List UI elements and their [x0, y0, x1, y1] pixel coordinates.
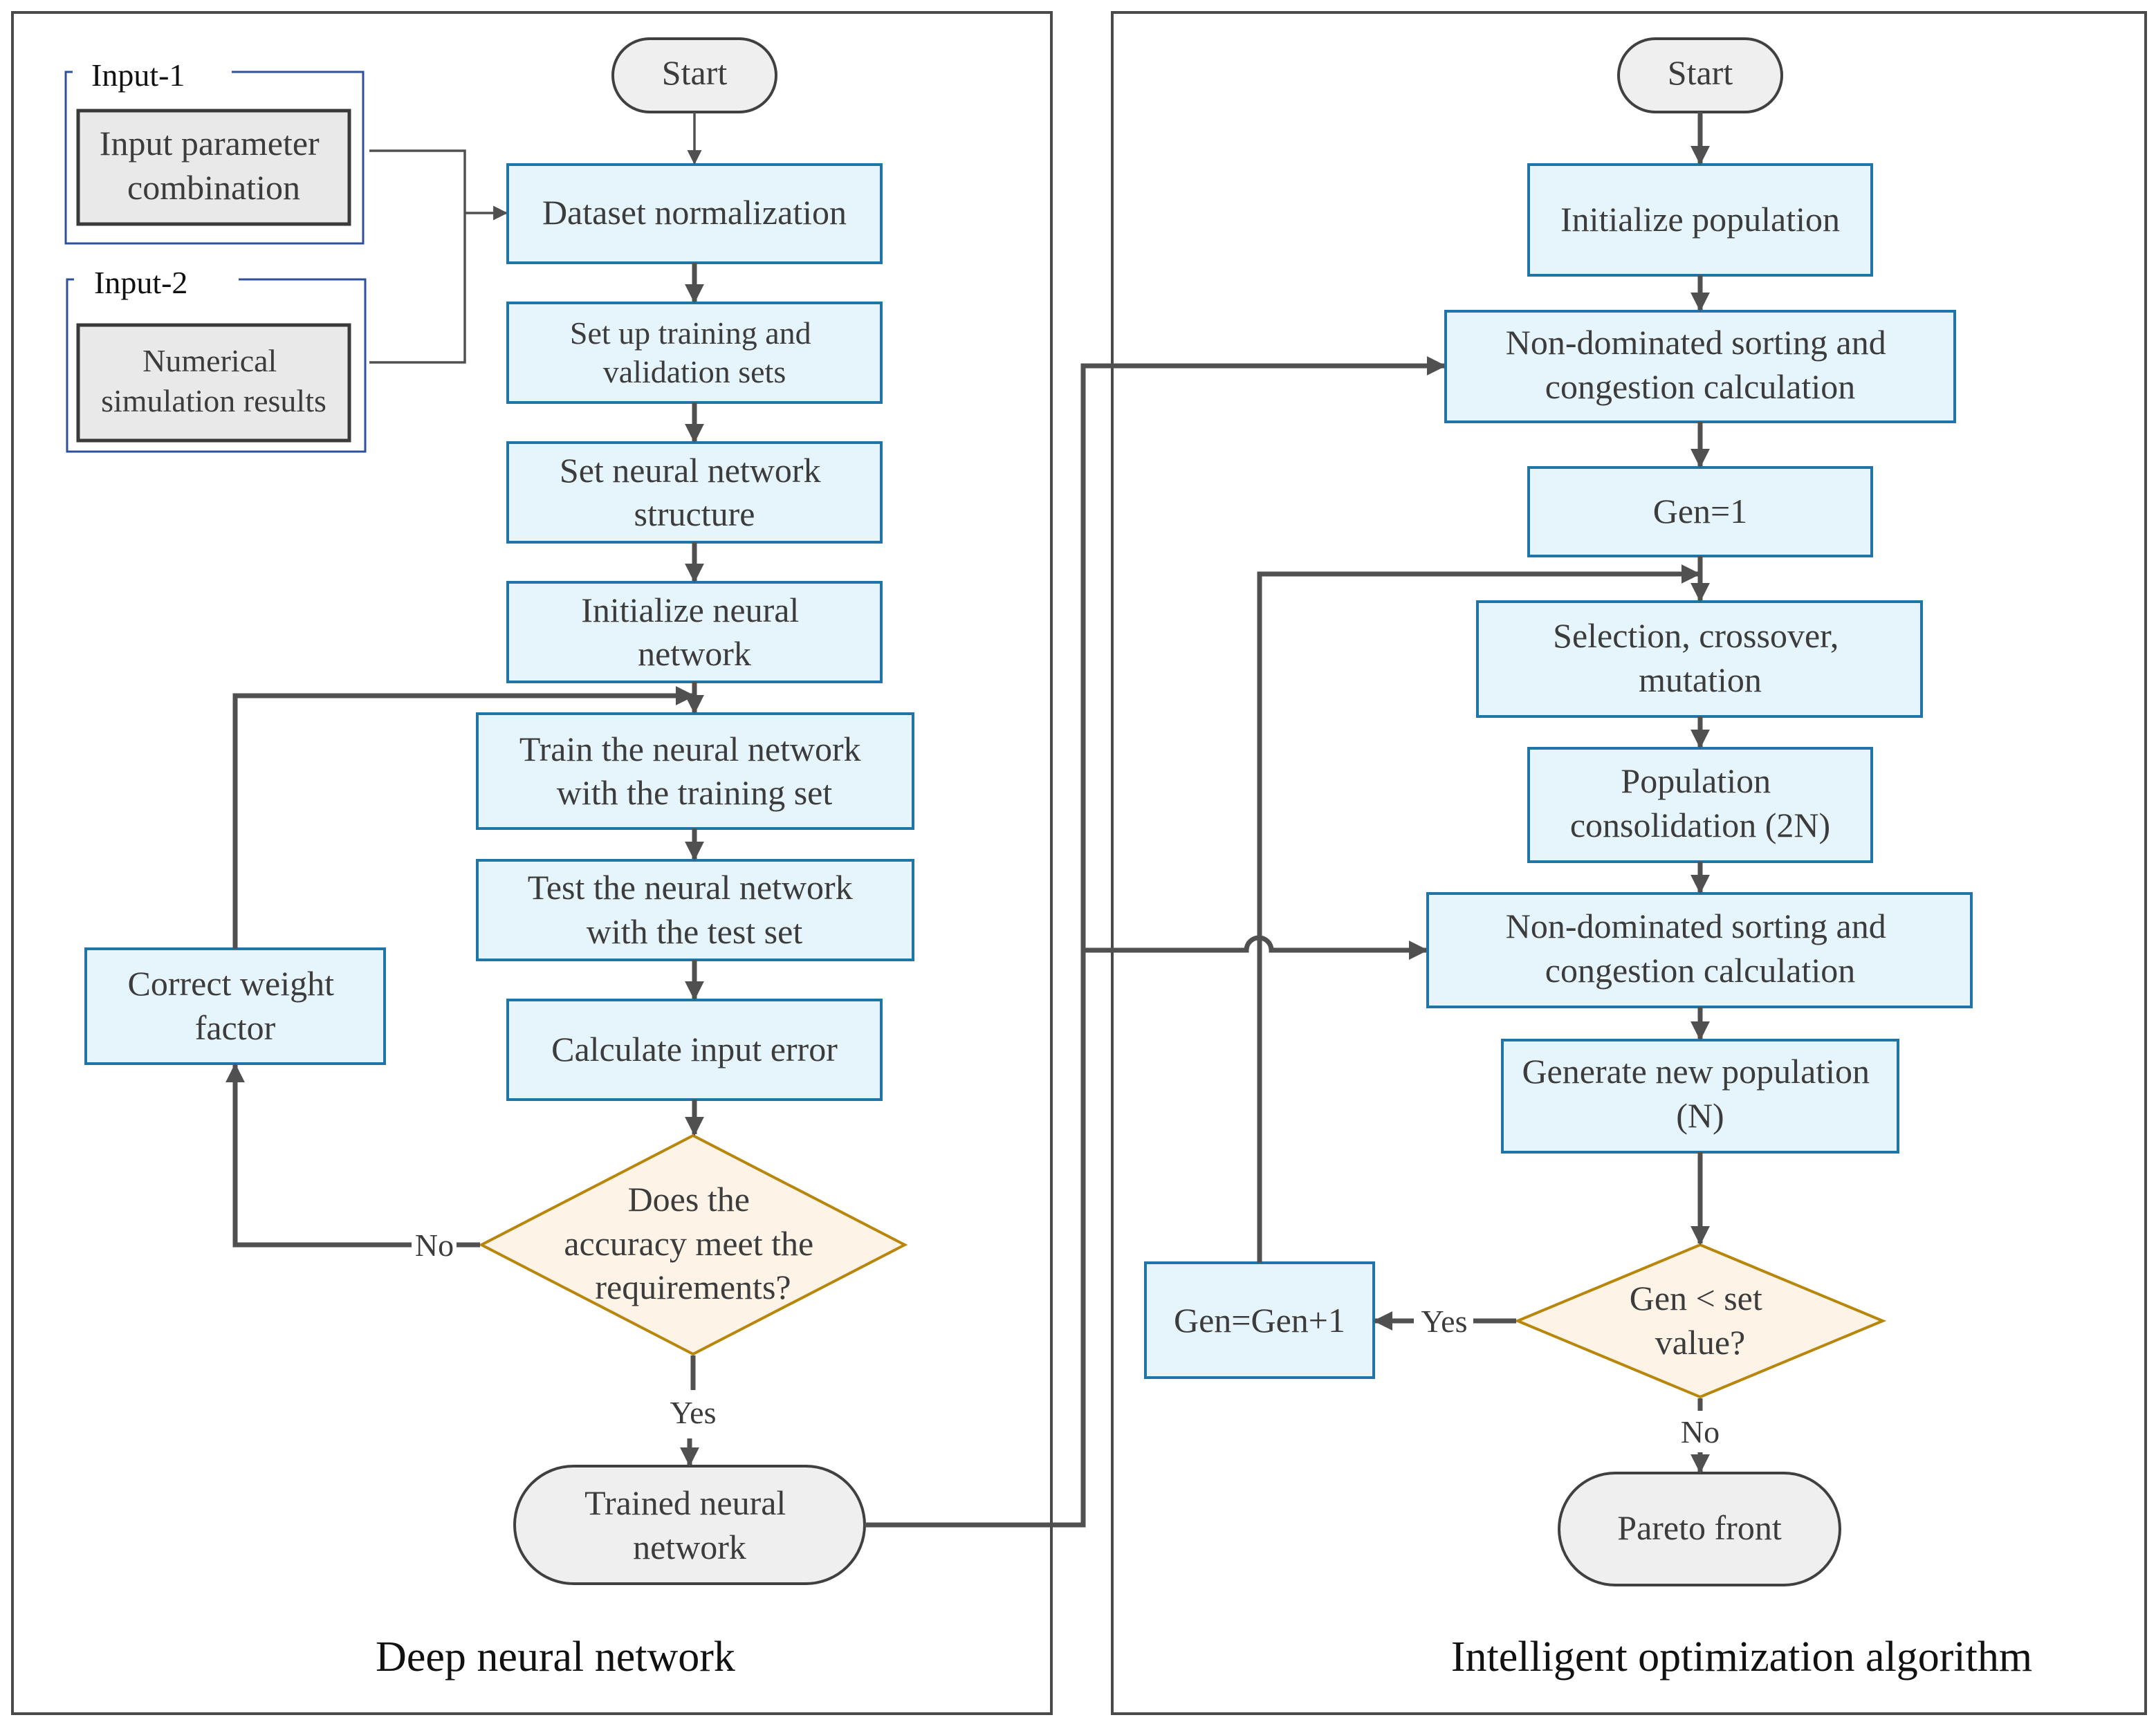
training-sets-text: Set up training and validation sets	[570, 315, 819, 389]
input1-connector	[369, 149, 466, 213]
gen-init-text: Gen=1	[1653, 492, 1748, 530]
new-population-text: Generate new population (N)	[1522, 1052, 1878, 1135]
input1-label: Input-1	[91, 57, 185, 93]
correct-weight-text: Correct weight factor	[127, 964, 342, 1047]
test-network-box	[476, 859, 914, 961]
connector-to-sort2	[1083, 935, 1428, 960]
network-structure-box	[506, 441, 883, 544]
sorting-text-1: Non-dominated sorting and congestion cal…	[1506, 323, 1895, 406]
sorting-text-2: Non-dominated sorting and congestion cal…	[1506, 907, 1895, 990]
initialize-network-box	[506, 581, 883, 683]
calculate-error-box	[506, 999, 883, 1101]
right-yes-label: Yes	[1421, 1304, 1468, 1339]
right-panel	[1111, 11, 2147, 1715]
no-branch-line-2	[225, 1063, 412, 1248]
left-start-text: Start	[662, 53, 728, 92]
gen-increment-text: Gen=Gen+1	[1174, 1301, 1345, 1340]
input1-text: Input parameter combination	[100, 124, 328, 207]
left-panel-title: Deep neural network	[376, 1633, 735, 1681]
train-network-box	[476, 712, 914, 830]
feedback-loop-line	[232, 686, 695, 949]
consolidation-text: Population consolidation (2N)	[1570, 761, 1830, 844]
initialize-network-text: Initialize neural network	[581, 591, 808, 673]
input2-label: Input-2	[94, 265, 187, 300]
connector-to-sort1	[1080, 356, 1446, 950]
left-no-label: No	[415, 1228, 454, 1263]
initialize-population-text: Initialize population	[1560, 200, 1840, 239]
input2-box	[76, 323, 351, 443]
input1-box	[76, 109, 351, 226]
selection-text: Selection, crossover, mutation	[1553, 616, 1848, 699]
network-structure-text: Set neural network structure	[560, 451, 829, 533]
input2-group	[66, 278, 367, 453]
gen-decision-text: Gen < set value?	[1630, 1279, 1771, 1362]
test-network-text: Test the neural network with the test se…	[528, 868, 861, 951]
gen-decision	[1513, 1243, 1887, 1399]
left-panel	[11, 11, 1053, 1715]
input2-text: Numerical simulation results	[101, 343, 326, 418]
input2-connector	[369, 213, 466, 364]
selection-box	[1476, 600, 1923, 718]
dataset-normalization-text: Dataset normalization	[542, 193, 847, 232]
pareto-front-text: Pareto front	[1617, 1508, 1782, 1547]
consolidation-box	[1527, 747, 1873, 863]
accuracy-decision	[478, 1133, 908, 1356]
trained-network-connector	[865, 950, 1086, 1528]
input1-group	[64, 71, 365, 245]
right-panel-title: Intelligent optimization algorithm	[1451, 1633, 2032, 1681]
calculate-error-text: Calculate input error	[551, 1030, 838, 1068]
trained-network-text: Trained neural network	[584, 1483, 795, 1566]
right-no-label: No	[1681, 1414, 1720, 1450]
gen-increment-box	[1144, 1261, 1375, 1379]
gen-loop-line	[1257, 564, 1701, 1263]
right-start-text: Start	[1668, 53, 1733, 92]
gen-init-box	[1527, 466, 1873, 557]
accuracy-decision-text: Does the accuracy meet the requirements?	[564, 1180, 822, 1306]
train-network-text: Train the neural network with the traini…	[519, 730, 869, 812]
left-yes-label: Yes	[670, 1395, 717, 1430]
